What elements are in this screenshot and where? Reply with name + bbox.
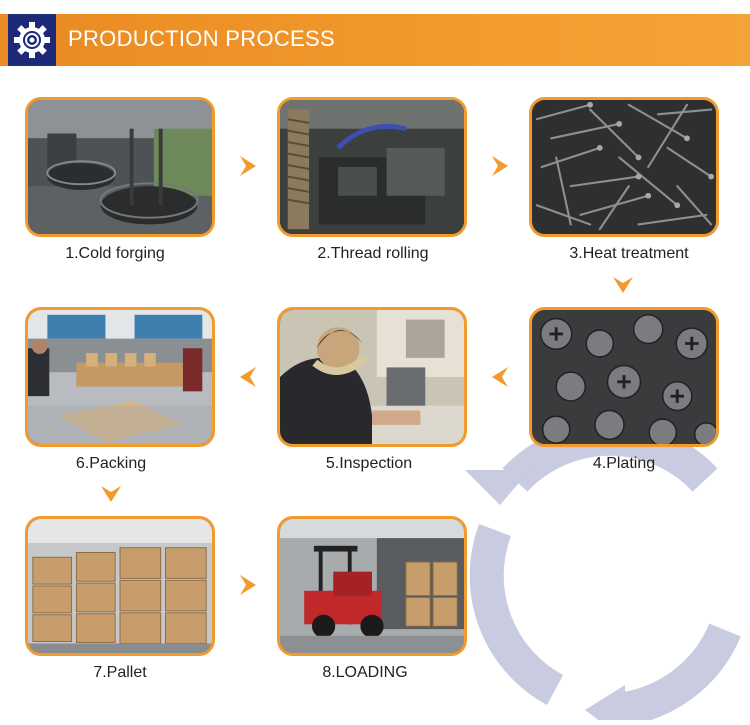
step-7-label: 7.Pallet <box>93 664 147 681</box>
step-8-label: 8.LOADING <box>322 664 408 681</box>
gear-icon <box>8 14 56 66</box>
arrow-right-icon <box>236 573 260 597</box>
arrow-right-icon <box>488 154 512 178</box>
step-5-label: 5.Inspection <box>325 455 413 472</box>
step-2-photo <box>277 97 467 237</box>
arrow-right-icon <box>236 154 260 178</box>
packing-workshop-photo <box>28 310 212 444</box>
step-5-photo <box>277 307 467 447</box>
arrow-left-icon <box>488 365 512 389</box>
step-6-photo <box>25 307 215 447</box>
thread-rolling-machine-photo <box>280 100 464 234</box>
step-3-label: 3.Heat treatment <box>569 245 689 262</box>
step-2-label: 2.Thread rolling <box>317 245 429 262</box>
step-7-photo <box>25 516 215 656</box>
pallet-warehouse-photo <box>28 519 212 653</box>
forklift-loading-photo <box>280 519 464 653</box>
inspector-microscope-photo <box>280 310 464 444</box>
plated-screws-photo <box>532 310 716 444</box>
step-6-label: 6.Packing <box>75 455 147 472</box>
screw-pile-photo <box>532 100 716 234</box>
step-3-photo <box>529 97 719 237</box>
wire-coil-machine-photo <box>28 100 212 234</box>
step-4-label: 4.Plating <box>592 455 656 472</box>
step-1-label: 1.Cold forging <box>65 245 165 262</box>
step-1-photo <box>25 97 215 237</box>
step-4-photo <box>529 307 719 447</box>
arrow-left-icon <box>236 365 260 389</box>
arrow-down-icon <box>611 273 635 297</box>
arrow-down-icon <box>99 482 123 506</box>
page-title: PRODUCTION PROCESS <box>68 26 335 51</box>
header-bar <box>0 14 750 66</box>
step-8-photo <box>277 516 467 656</box>
